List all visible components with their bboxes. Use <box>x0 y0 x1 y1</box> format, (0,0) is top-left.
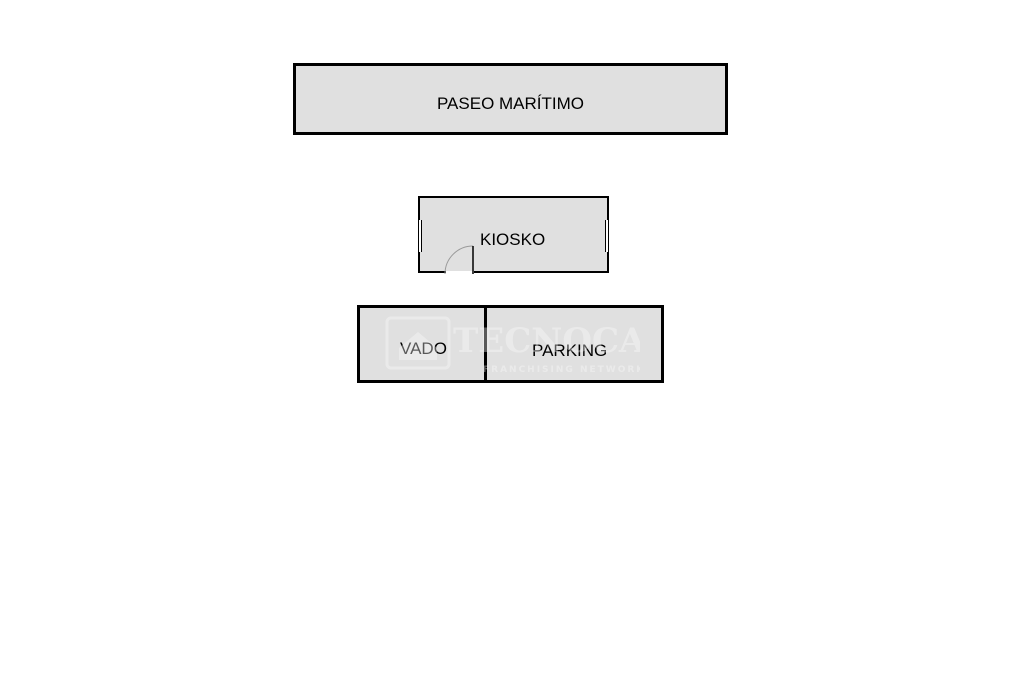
kiosko-room: KIOSKO <box>418 196 609 273</box>
parking-label: PARKING <box>532 341 608 360</box>
kiosko-left-window <box>418 220 422 252</box>
door-swing-icon <box>444 245 474 275</box>
vado-label: VADO <box>400 339 447 358</box>
vado-parking-divider <box>484 308 487 380</box>
kiosko-label: KIOSKO <box>480 230 546 249</box>
paseo-maritimo-label: PASEO MARÍTIMO <box>436 94 585 113</box>
garage-block: VADO PARKING <box>357 305 664 383</box>
kiosko-right-window <box>605 220 609 252</box>
kiosko-top-window <box>442 196 582 198</box>
kiosko-door-opening <box>446 271 474 273</box>
paseo-maritimo-area: PASEO MARÍTIMO <box>293 63 728 135</box>
